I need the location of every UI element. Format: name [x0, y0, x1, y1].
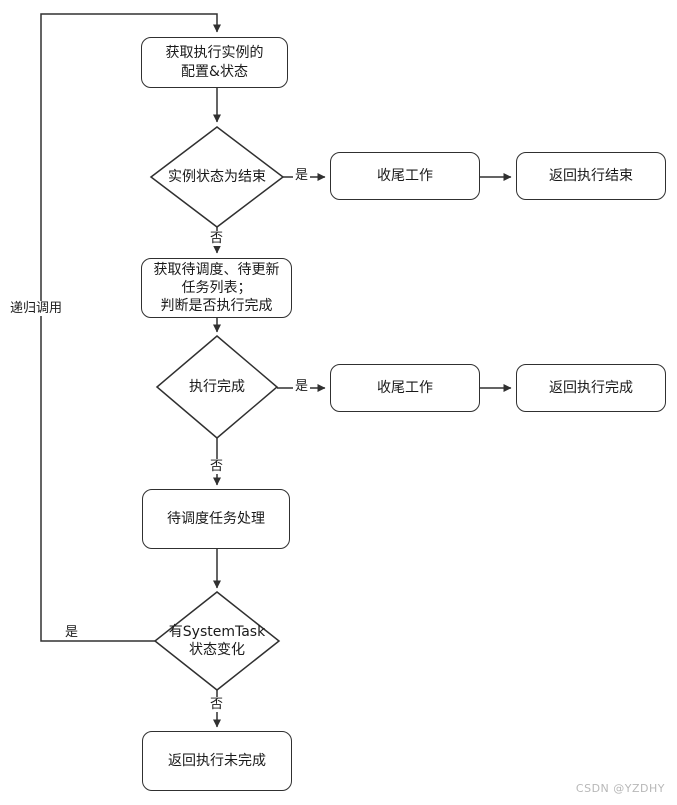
edge-label-yes-1: 是 [293, 168, 311, 183]
node-get-instance-config: 获取执行实例的 配置&状态 [141, 37, 288, 88]
node-wrapup-work-1: 收尾工作 [330, 152, 480, 200]
node-wrapup-work-2: 收尾工作 [330, 364, 480, 412]
node-return-execution-incomplete: 返回执行未完成 [142, 731, 292, 791]
node-get-task-lists: 获取待调度、待更新 任务列表； 判断是否执行完成 [141, 258, 292, 318]
edge-label-no-3: 否 [208, 697, 226, 712]
node-return-execution-end: 返回执行结束 [516, 152, 666, 200]
edge-label-yes-3: 是 [63, 625, 81, 640]
node-pending-task-processing: 待调度任务处理 [142, 489, 290, 549]
edge-label-recursive-call: 递归调用 [8, 301, 65, 316]
node-return-execution-complete: 返回执行完成 [516, 364, 666, 412]
edge-label-no-1: 否 [208, 231, 226, 246]
watermark-csdn: CSDN @YZDHY [575, 782, 665, 795]
edge-label-no-2: 否 [208, 459, 226, 474]
edge-label-yes-2: 是 [293, 379, 311, 394]
